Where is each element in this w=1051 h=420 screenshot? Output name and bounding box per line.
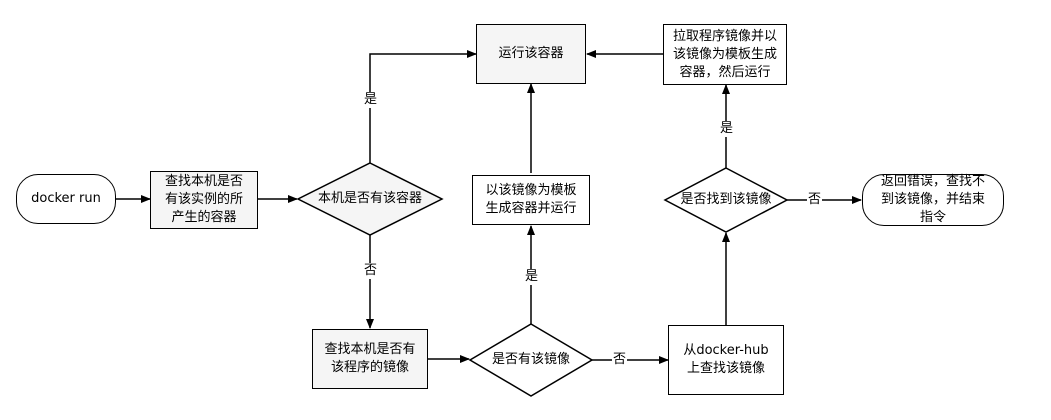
- error-end-node: 返回错误，查找不到该镜像，并结束指令: [862, 174, 1004, 226]
- pull-and-run-node: 拉取程序镜像并以该镜像为模板生成容器，然后运行: [663, 24, 787, 85]
- run-container-node: 运行该容器: [476, 24, 586, 84]
- docker-run-node: docker run: [16, 174, 116, 224]
- check-instance-node: 查找本机是否有该实例的所产生的容器: [150, 171, 258, 229]
- decision-local-container-label: 本机是否有该容器: [317, 191, 422, 206]
- edge-yes-to-run-container: [369, 50, 477, 163]
- check-image-node: 查找本机是否有该程序的镜像: [312, 329, 428, 389]
- from-hub-node: 从docker-hub上查找该镜像: [668, 325, 784, 395]
- edge-label-no-2: 否: [612, 352, 628, 368]
- edge-label-no-1: 否: [363, 263, 379, 279]
- decision-has-image-label: 是否有该镜像: [491, 352, 570, 367]
- edge-label-no-3: 否: [807, 192, 823, 208]
- edge-label-yes-3: 是: [719, 121, 735, 137]
- edge-label-yes-1: 是: [363, 92, 379, 108]
- decision-found-label: 是否找到该镜像: [680, 192, 772, 207]
- edge-label-yes-2: 是: [524, 269, 540, 285]
- gen-from-image-node: 以该镜像为模板生成容器并运行: [472, 175, 590, 225]
- decision-has-image-shape: [468, 323, 594, 397]
